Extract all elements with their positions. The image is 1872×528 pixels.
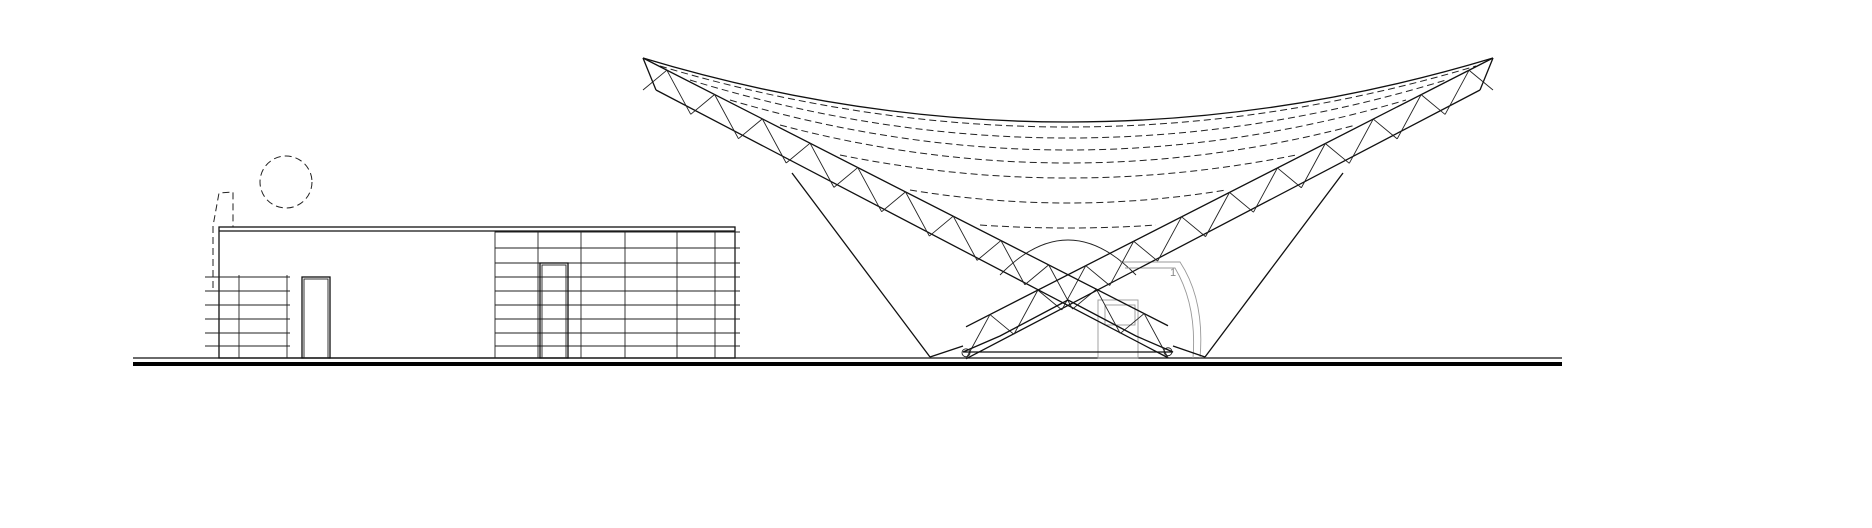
truss-web xyxy=(881,191,906,213)
truss-bottom-chord xyxy=(655,89,1169,359)
truss-base-frame xyxy=(962,299,1174,353)
membrane-cable xyxy=(659,65,1477,128)
truss-web xyxy=(1048,264,1073,310)
truss-web xyxy=(1348,118,1374,164)
truss-web xyxy=(1444,70,1470,115)
truss-web xyxy=(1277,167,1302,189)
building xyxy=(205,155,740,359)
membrane-edge xyxy=(642,57,1494,123)
truss-web xyxy=(1253,167,1278,213)
left-cable xyxy=(791,172,931,358)
membrane-cable xyxy=(979,224,1157,229)
right-base-plate xyxy=(1172,345,1206,358)
truss-web xyxy=(833,167,859,188)
right-truss xyxy=(961,57,1494,360)
membrane-cable xyxy=(779,124,1357,164)
truss-web xyxy=(714,94,739,139)
membrane-cable xyxy=(909,189,1227,204)
truss-web xyxy=(1061,265,1087,311)
truss-web xyxy=(976,240,1002,261)
canopy-membrane xyxy=(642,57,1494,229)
right-cable xyxy=(1204,172,1344,358)
membrane-cable xyxy=(839,154,1297,179)
truss-web xyxy=(1000,240,1026,285)
truss-web xyxy=(785,142,811,164)
truss-web xyxy=(738,118,763,140)
membrane-cable xyxy=(729,99,1407,151)
dome-outline xyxy=(999,239,1137,276)
truss-web xyxy=(1229,192,1254,213)
background-structure: 1 xyxy=(999,239,1202,359)
truss-web xyxy=(1133,240,1158,262)
left-door xyxy=(301,276,331,359)
truss-web xyxy=(989,314,1015,335)
truss-web xyxy=(1205,192,1230,237)
truss-web xyxy=(1119,313,1145,334)
left-truss xyxy=(642,57,1173,359)
truss-web xyxy=(857,167,883,212)
truss-web xyxy=(1300,143,1326,188)
truss-web xyxy=(1372,118,1398,140)
truss-web xyxy=(1037,289,1063,311)
left-base-plate xyxy=(929,345,964,358)
truss-web xyxy=(1024,264,1049,286)
sun-symbol xyxy=(259,155,313,209)
building-wall xyxy=(218,226,736,359)
truss-web xyxy=(1085,265,1111,286)
truss-web xyxy=(690,94,715,115)
truss-web xyxy=(1157,216,1182,262)
truss-end xyxy=(1479,57,1494,91)
truss-web xyxy=(1181,216,1206,237)
truss-end xyxy=(642,57,657,91)
chimney-outline xyxy=(212,191,234,288)
truss-pin-joint xyxy=(961,348,971,358)
ground-line xyxy=(133,357,1562,366)
truss-web xyxy=(1420,94,1446,115)
truss-web xyxy=(1325,143,1350,164)
truss-web xyxy=(666,69,692,115)
truss-web xyxy=(809,142,835,188)
truss-web xyxy=(905,191,930,237)
truss-web xyxy=(761,118,787,164)
truss-bottom-chord xyxy=(965,89,1481,360)
truss-web xyxy=(929,215,954,237)
trusses xyxy=(642,57,1494,360)
truss-web xyxy=(1468,69,1494,91)
membrane-cable xyxy=(689,79,1447,139)
annotation-label: 1 xyxy=(1170,267,1176,279)
truss-web xyxy=(642,69,668,91)
facade-cladding xyxy=(205,231,740,358)
truss-web xyxy=(1396,94,1422,140)
truss-web xyxy=(1109,241,1135,286)
truss-web xyxy=(952,216,978,261)
